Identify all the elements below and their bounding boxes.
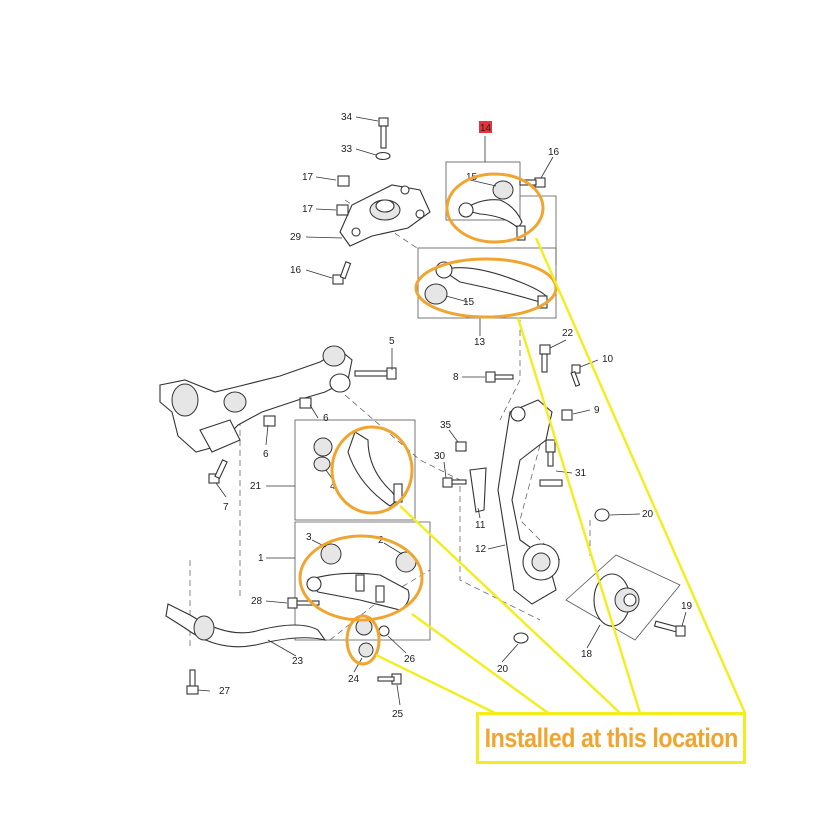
highlight-oval-21: [330, 425, 414, 515]
label-11: 11: [475, 520, 486, 531]
label-7: 7: [223, 502, 229, 513]
label-20a: 20: [642, 509, 654, 520]
badge-14: [479, 121, 492, 133]
label-13: 13: [474, 337, 486, 348]
knuckle-12: [497, 399, 560, 605]
pointer-line-13: [516, 317, 642, 714]
label-18: 18: [581, 649, 593, 660]
hub-18: [593, 573, 640, 627]
label-19: 19: [681, 601, 693, 612]
bolt-25: [377, 673, 402, 685]
bolt-16a: [332, 261, 352, 285]
label-31: 31: [575, 468, 587, 479]
callout-text: Installed at this location: [484, 722, 738, 753]
label-1: 1: [258, 553, 264, 564]
label-6b: 6: [263, 449, 269, 460]
pointer-line-14: [534, 237, 747, 714]
frame-14-ext: [520, 195, 557, 265]
label-14: 14: [480, 123, 492, 134]
lower-arm-1: [306, 543, 417, 611]
dash-7: [519, 444, 561, 561]
bolt-34: [378, 117, 389, 149]
label-24: 24: [348, 674, 360, 685]
label-33: 33: [341, 144, 353, 155]
label-28: 28: [251, 596, 263, 607]
bolt-27: [186, 669, 199, 695]
nut-20b: [513, 632, 529, 644]
label-25: 25: [392, 709, 404, 720]
label-22: 22: [562, 328, 574, 339]
leaders: [197, 116, 687, 706]
nut-9: [561, 409, 573, 421]
label-15b: 15: [463, 297, 475, 308]
bolt-10: [570, 364, 581, 387]
nut-17a: [337, 175, 350, 187]
label-23: 23: [292, 656, 304, 667]
arm-21: [313, 431, 403, 507]
bolt-5: [354, 367, 397, 380]
label-3: 3: [306, 532, 312, 543]
pointer-line-1: [411, 613, 549, 714]
frame-21: [294, 419, 416, 521]
bolt-30: [442, 477, 467, 488]
label-17b: 17: [302, 204, 314, 215]
stud-31: [539, 439, 563, 487]
highlight-oval-24: [345, 614, 381, 666]
stabilizer-bushing: [193, 615, 215, 641]
label-29: 29: [290, 232, 302, 243]
label-8: 8: [453, 372, 459, 383]
label-34: 34: [341, 112, 353, 123]
highlight-oval-14: [445, 172, 545, 244]
label-27: 27: [219, 686, 231, 697]
label-10: 10: [602, 354, 614, 365]
nut-6a: [299, 397, 312, 409]
bolt-22: [539, 344, 551, 373]
nut-35: [455, 441, 467, 452]
label-5: 5: [389, 336, 395, 347]
pointer-line-24: [375, 653, 496, 715]
bolt-19: [653, 620, 686, 637]
highlight-oval-13: [414, 257, 558, 319]
link-24: [355, 618, 374, 658]
highlight-oval-1: [298, 534, 424, 622]
frame-18: [565, 554, 681, 641]
label-16b: 16: [548, 147, 560, 158]
subframe: [159, 345, 353, 453]
label-35: 35: [440, 420, 452, 431]
label-21: 21: [250, 481, 262, 492]
label-2: 2: [378, 535, 384, 546]
part-labels: 34 33 17 17 29 16 14 16 15 15 13 5 6 6 7…: [219, 112, 693, 720]
label-20b: 20: [497, 664, 509, 675]
upper-arm-14: [458, 180, 526, 241]
label-16a: 16: [290, 265, 302, 276]
bolt-7: [208, 459, 228, 484]
installed-location-callout: Installed at this location: [476, 712, 746, 764]
top-mount-29: [339, 184, 431, 247]
nut-20a: [594, 508, 610, 522]
dash-2: [499, 320, 521, 421]
label-26: 26: [404, 654, 416, 665]
label-4: 4: [330, 481, 336, 492]
frame-14: [445, 161, 521, 221]
pointer-line-21: [399, 505, 621, 714]
bolt-8: [485, 371, 514, 383]
washer-33: [375, 151, 391, 161]
nut-26: [378, 625, 390, 637]
label-30: 30: [434, 451, 446, 462]
label-12: 12: [475, 544, 487, 555]
nut-6b: [263, 415, 276, 427]
bracket-11: [469, 467, 487, 513]
label-9: 9: [594, 405, 600, 416]
upper-arm-13: [424, 261, 548, 309]
nut-17b: [336, 204, 349, 216]
label-6a: 6: [323, 413, 329, 424]
label-17a: 17: [302, 172, 314, 183]
